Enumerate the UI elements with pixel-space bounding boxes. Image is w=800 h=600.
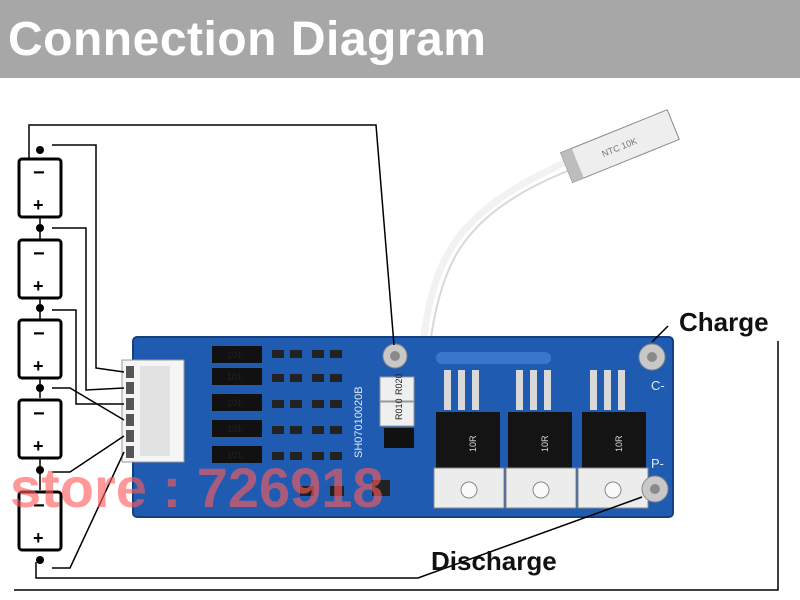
resistor-label: 101 xyxy=(227,350,242,360)
charge-pad: C- xyxy=(638,343,666,393)
header-bar: Connection Diagram xyxy=(0,0,800,78)
charge-pad-label: C- xyxy=(651,378,665,393)
cell-minus-sign: − xyxy=(33,323,45,345)
balance-resistors: 101 101 101 101 101 xyxy=(212,346,262,463)
battery-cell: − + xyxy=(17,157,63,219)
cell-plus-sign: + xyxy=(33,528,44,548)
balance-connector xyxy=(121,359,185,463)
terminal-dots xyxy=(36,146,44,564)
store-watermark: store : 726918 xyxy=(10,456,384,519)
cell-minus-sign: − xyxy=(33,495,45,517)
b-minus-pad xyxy=(382,343,408,369)
cell-plus-sign: + xyxy=(33,195,44,215)
resistor-label: 101 xyxy=(227,398,242,408)
page-title: Connection Diagram xyxy=(8,13,487,66)
board-model: SH07010020B xyxy=(353,386,365,458)
discharge-label: Discharge xyxy=(431,546,557,576)
battery-cell: − + xyxy=(17,490,63,552)
mosfet-1: 10R xyxy=(433,370,505,509)
mosfet-3: 10R xyxy=(577,370,649,509)
current-shunts: R020 R010 xyxy=(379,373,415,448)
resistor-label: 101 xyxy=(227,372,242,382)
mosfet-2: 10R xyxy=(505,370,577,509)
shunt-label: R010 xyxy=(394,398,404,420)
resistor-label: 101 xyxy=(227,424,242,434)
charge-label: Charge xyxy=(679,307,769,337)
mosfet-marking: 10R xyxy=(540,435,550,452)
cell-plus-sign: + xyxy=(33,276,44,296)
shunt-label: R020 xyxy=(394,373,404,395)
cell-minus-sign: − xyxy=(33,162,45,184)
discharge-pad: P- xyxy=(641,456,669,503)
discharge-pad-label: P- xyxy=(651,456,664,471)
cell-minus-sign: − xyxy=(33,243,45,265)
battery-cell: − + xyxy=(17,398,63,460)
mosfet-marking: 10R xyxy=(468,435,478,452)
cell-plus-sign: + xyxy=(33,356,44,376)
connection-wires xyxy=(14,124,779,591)
bms-board: 101 101 101 101 101 xyxy=(121,336,674,518)
battery-cell: − + xyxy=(17,318,63,380)
mosfet-marking: 10R xyxy=(614,435,624,452)
cell-plus-sign: + xyxy=(33,436,44,456)
smd-components xyxy=(272,350,390,496)
battery-cell: − + xyxy=(17,238,63,300)
resistor-label: 101 xyxy=(227,450,242,460)
cell-minus-sign: − xyxy=(33,403,45,425)
